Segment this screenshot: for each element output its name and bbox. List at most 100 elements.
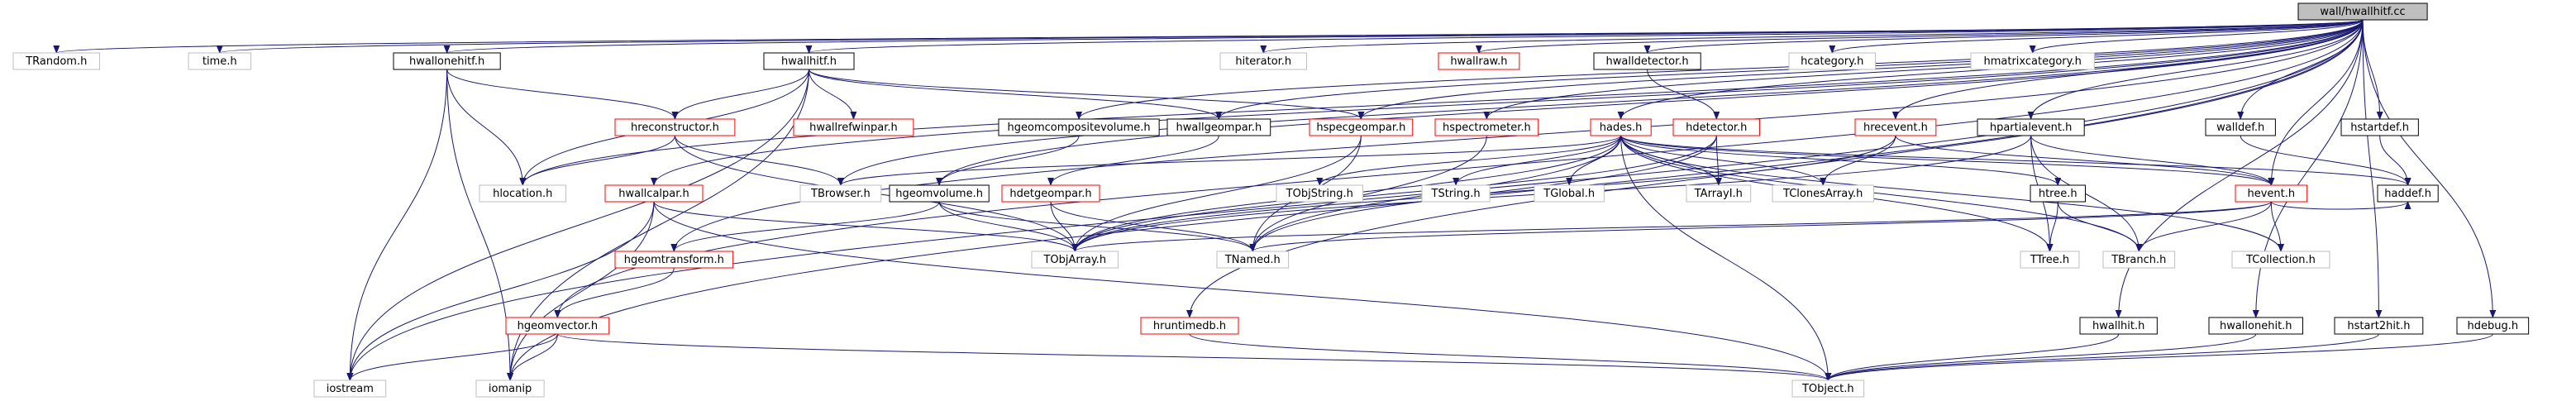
node-tobjarray: TObjArray.h — [1031, 251, 1119, 269]
edge-root-to-hwallonehitf — [444, 19, 2364, 54]
node-box-hgeomtransform — [614, 251, 734, 269]
edge-hgeomvector-to-iostream — [346, 333, 558, 381]
edge-hreconstructor-to-tbrowser — [674, 135, 844, 186]
edge-root-to-hstart2hit — [2362, 19, 2383, 318]
node-box-tobject — [1791, 380, 1865, 398]
edge-root-to-hmatrixcategory — [2029, 19, 2364, 54]
edge-root-to-hgeomcompositevolume — [1076, 19, 2364, 120]
node-hgeomvolume[interactable]: hgeomvolume.h — [889, 184, 990, 203]
node-box-hwallhit — [2079, 317, 2158, 335]
node-label-hdetector: hdetector.h — [1686, 122, 1747, 134]
node-box-root — [2297, 2, 2428, 21]
node-box-tglobal — [1534, 184, 1605, 203]
node-hspecgeompar[interactable]: hspecgeompar.h — [1309, 118, 1414, 136]
edge-hades-to-tbrowser — [837, 135, 1622, 186]
edge-hwallhitf-to-hspecgeompar — [809, 69, 1365, 120]
node-hwallcalpar[interactable]: hwallcalpar.h — [604, 184, 704, 203]
node-label-iomanip: iomanip — [489, 383, 532, 395]
edge-hwallhitf-to-hreconstructor — [671, 69, 810, 120]
node-label-tobjarray: TObjArray.h — [1042, 254, 1106, 266]
node-hwallrefwinpar[interactable]: hwallrefwinpar.h — [793, 118, 914, 136]
node-hcategory: hcategory.h — [1788, 52, 1877, 70]
edge-root-to-hwallraw — [1476, 19, 2364, 54]
node-box-hgeomvector — [505, 317, 610, 335]
edge-hgeomtransform-to-hgeomvector — [554, 267, 675, 318]
node-box-hwallhitf — [763, 52, 855, 70]
node-box-hevent — [2235, 184, 2308, 203]
node-label-hspectrometer: hspectrometer.h — [1443, 122, 1531, 134]
node-hgeomtransform[interactable]: hgeomtransform.h — [614, 251, 734, 269]
node-hwallonehitf[interactable]: hwallonehitf.h — [393, 52, 501, 70]
node-box-haddef — [2377, 184, 2439, 203]
node-label-walldef: walldef.h — [2216, 122, 2264, 134]
node-label-tbrowser: TBrowser.h — [810, 188, 871, 200]
edge-hwallcalpar-to-iostream — [346, 201, 655, 381]
node-trandom: TRandom.h — [12, 52, 101, 70]
node-label-tarrayi: TArrayI.h — [1694, 188, 1743, 200]
edge-hwallonehitf-to-iomanip — [446, 69, 514, 381]
node-hwallgeompar[interactable]: hwallgeompar.h — [1166, 118, 1271, 136]
edge-hevent-to-tobjarray — [1071, 201, 2272, 252]
edge-hwallhitf-to-hwallgeompar — [809, 69, 1223, 120]
node-box-hcategory — [1788, 52, 1877, 70]
node-box-hrecevent — [1854, 118, 1937, 136]
node-tobject: TObject.h — [1791, 380, 1865, 398]
edge-hwallcalpar-to-tobject — [653, 201, 1832, 381]
node-hgeomvector[interactable]: hgeomvector.h — [505, 317, 610, 335]
node-hwalldetector[interactable]: hwalldetector.h — [1593, 52, 1701, 70]
edge-hades-to-haddef — [1620, 135, 2411, 186]
node-hdetector[interactable]: hdetector.h — [1672, 118, 1761, 136]
node-hstart2hit[interactable]: hstart2hit.h — [2334, 317, 2424, 335]
node-hdetgeompar[interactable]: hdetgeompar.h — [1001, 184, 1100, 203]
node-haddef[interactable]: haddef.h — [2377, 184, 2439, 203]
node-label-hreconstructor: hreconstructor.h — [631, 122, 719, 134]
edge-root-to-hpartialevent — [2027, 19, 2364, 120]
node-hwallhitf[interactable]: hwallhitf.h — [763, 52, 855, 70]
node-hdebug[interactable]: hdebug.h — [2456, 317, 2530, 335]
node-hiterator: hiterator.h — [1219, 52, 1308, 70]
node-label-hpartialevent: hpartialevent.h — [1990, 122, 2073, 134]
node-hpartialevent[interactable]: hpartialevent.h — [1977, 118, 2085, 136]
node-hwallhit[interactable]: hwallhit.h — [2079, 317, 2158, 335]
node-hwallraw[interactable]: hwallraw.h — [1438, 52, 1520, 70]
node-hades[interactable]: hades.h — [1590, 118, 1652, 136]
node-hreconstructor[interactable]: hreconstructor.h — [614, 118, 736, 136]
node-hstartdef[interactable]: hstartdef.h — [2340, 118, 2419, 136]
node-walldef[interactable]: walldef.h — [2205, 118, 2276, 136]
node-label-hrecevent: hrecevent.h — [1863, 122, 1928, 134]
node-label-hgeomvolume: hgeomvolume.h — [895, 188, 983, 200]
node-ttree: TTree.h — [2020, 251, 2080, 269]
node-hrecevent[interactable]: hrecevent.h — [1854, 118, 1937, 136]
edge-hevent-to-tbranch — [2135, 201, 2272, 252]
edge-hgeomvector-to-tobject — [556, 333, 1831, 381]
node-label-iostream: iostream — [327, 383, 374, 395]
node-box-hades — [1590, 118, 1652, 136]
edge-hdebug-to-tobject — [1825, 333, 2493, 381]
edge-htree-to-tbranch — [2057, 201, 2143, 252]
edge-hades-to-tobject — [1620, 135, 1832, 381]
edge-root-to-hiterator — [1260, 19, 2364, 54]
node-hevent[interactable]: hevent.h — [2235, 184, 2308, 203]
node-hspectrometer[interactable]: hspectrometer.h — [1434, 118, 1539, 136]
node-label-hwallonehitf: hwallonehitf.h — [409, 55, 484, 68]
node-tstring: TString.h — [1421, 184, 1491, 203]
edge-hwallcalpar-to-tobjarray — [653, 201, 1079, 252]
edge-hgeomvolume-to-tnamed — [938, 201, 1257, 252]
edge-hdetector-to-tarrayi — [1715, 135, 1722, 186]
node-htree[interactable]: htree.h — [2030, 184, 2086, 203]
edge-hwallhitf-to-iostream — [346, 69, 810, 381]
node-box-ttree — [2020, 251, 2080, 269]
node-label-hgeomvector: hgeomvector.h — [518, 320, 599, 332]
node-hgeomcompositevolume[interactable]: hgeomcompositevolume.h — [998, 118, 1160, 136]
node-box-hwallcalpar — [604, 184, 704, 203]
node-label-haddef: haddef.h — [2384, 188, 2431, 200]
node-box-htree — [2030, 184, 2086, 203]
node-hruntimedb[interactable]: hruntimedb.h — [1140, 317, 1239, 335]
node-hwallonehit[interactable]: hwallonehit.h — [2208, 317, 2304, 335]
edge-hrecevent-to-hevent — [1895, 135, 2275, 186]
node-label-hwallrefwinpar: hwallrefwinpar.h — [809, 122, 898, 134]
node-tclonesarray: TClonesArray.h — [1772, 184, 1874, 203]
node-label-tbranch: TBranch.h — [2111, 254, 2166, 266]
node-label-tcollection: TCollection.h — [2245, 254, 2316, 266]
